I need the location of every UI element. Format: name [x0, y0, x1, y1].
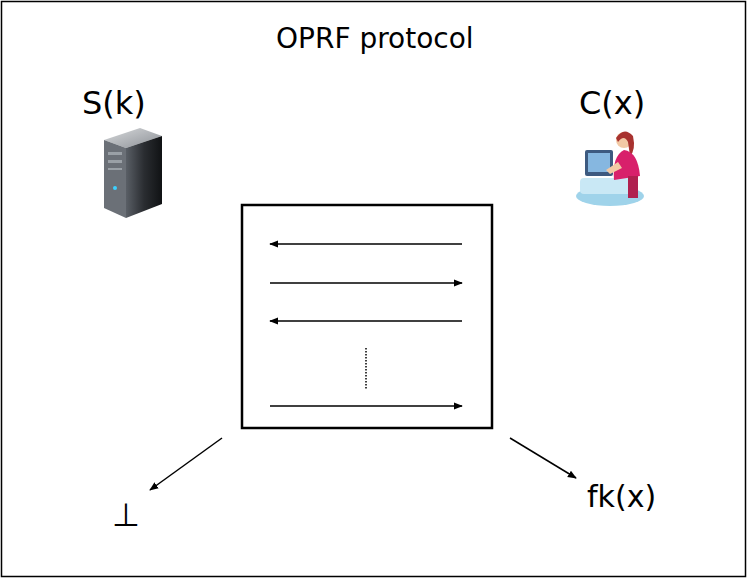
protocol-box: [242, 205, 492, 428]
message-arrow: [270, 405, 462, 407]
title: OPRF protocol: [276, 24, 474, 55]
output-label: fk(x): [587, 480, 656, 513]
message-arrow: [270, 282, 462, 284]
output-label: ⊥: [112, 498, 140, 533]
output-arrow: [510, 438, 576, 478]
party-label: C(x): [579, 86, 645, 121]
message-arrow: [270, 320, 462, 322]
message-arrow: [270, 243, 462, 245]
party-label: S(k): [82, 86, 146, 121]
person-icon: [576, 131, 644, 206]
output-arrow: [150, 438, 222, 490]
server-icon: [104, 128, 162, 218]
ellipsis-line: [365, 348, 367, 390]
